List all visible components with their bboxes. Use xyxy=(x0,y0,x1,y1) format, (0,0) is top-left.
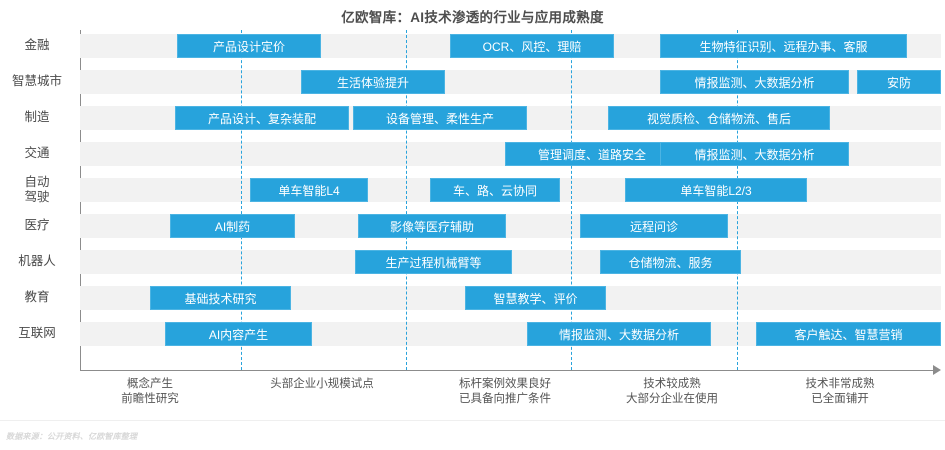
stage-divider-2 xyxy=(406,30,407,370)
maturity-item[interactable]: OCR、风控、理赔 xyxy=(450,34,614,58)
maturity-item[interactable]: 单车智能L4 xyxy=(250,178,368,202)
stage-caption-line2: 已具备向推广条件 xyxy=(459,393,551,405)
row-label-line1: 机器人 xyxy=(18,254,56,268)
row-label-5: 自动驾驶 xyxy=(0,175,74,205)
row-label-line1: 制造 xyxy=(24,110,50,124)
stage-caption-line1: 技术非常成熟 xyxy=(805,378,875,390)
maturity-item[interactable]: 管理调度、道路安全 xyxy=(505,142,679,166)
row-label-line1: 智慧城市 xyxy=(11,74,62,88)
row-label-4: 交通 xyxy=(0,146,74,161)
stage-caption-line2: 大部分企业在使用 xyxy=(626,393,718,405)
x-axis-line xyxy=(80,370,935,371)
row-label-3: 制造 xyxy=(0,110,74,125)
x-axis-arrow-icon xyxy=(933,365,941,375)
maturity-item[interactable]: AI内容产生 xyxy=(165,322,312,346)
stage-caption-2: 头部企业小规模试点 xyxy=(237,377,407,392)
chart-title: 亿欧智库：AI技术渗透的行业与应用成熟度 xyxy=(341,10,604,25)
maturity-item[interactable]: 生物特征识别、远程办事、客服 xyxy=(660,34,907,58)
row-label-6: 医疗 xyxy=(0,218,74,233)
stage-caption-1: 概念产生前瞻性研究 xyxy=(65,377,235,407)
stage-caption-4: 技术较成熟大部分企业在使用 xyxy=(587,377,757,407)
maturity-item[interactable]: 单车智能L2/3 xyxy=(625,178,807,202)
maturity-item[interactable]: 设备管理、柔性生产 xyxy=(353,106,527,130)
maturity-item[interactable]: 客户触达、智慧营销 xyxy=(756,322,941,346)
stage-divider-3 xyxy=(571,30,572,370)
source-note: 数据来源：公开资料、亿欧智库整理 xyxy=(6,432,138,441)
row-label-line1: 自动 xyxy=(24,175,50,189)
row-label-7: 机器人 xyxy=(0,254,74,269)
row-label-line1: 金融 xyxy=(24,38,50,52)
stage-divider-1 xyxy=(241,30,242,370)
stage-caption-line1: 概念产生 xyxy=(127,378,173,390)
stage-caption-line2: 已全面铺开 xyxy=(811,393,869,405)
row-label-line1: 教育 xyxy=(24,290,50,304)
maturity-item[interactable]: 视觉质检、仓储物流、售后 xyxy=(608,106,830,130)
maturity-item[interactable]: 产品设计定价 xyxy=(177,34,321,58)
maturity-item[interactable]: 影像等医疗辅助 xyxy=(358,214,506,238)
maturity-item[interactable]: 情报监测、大数据分析 xyxy=(527,322,711,346)
maturity-item[interactable]: 生活体验提升 xyxy=(301,70,445,94)
row-label-9: 互联网 xyxy=(0,326,74,341)
row-label-line2: 驾驶 xyxy=(24,190,50,204)
maturity-item[interactable]: 安防 xyxy=(857,70,941,94)
row-label-line1: 交通 xyxy=(24,146,50,160)
maturity-item[interactable]: 车、路、云协同 xyxy=(430,178,560,202)
stage-caption-5: 技术非常成熟已全面铺开 xyxy=(755,377,925,407)
stage-caption-3: 标杆案例效果良好已具备向推广条件 xyxy=(420,377,590,407)
row-label-line1: 互联网 xyxy=(18,326,56,340)
row-label-line1: 医疗 xyxy=(24,218,50,232)
row-label-8: 教育 xyxy=(0,290,74,305)
maturity-item[interactable]: AI制药 xyxy=(170,214,295,238)
maturity-item[interactable]: 生产过程机械臂等 xyxy=(355,250,512,274)
maturity-item[interactable]: 情报监测、大数据分析 xyxy=(660,70,849,94)
maturity-item[interactable]: 智慧教学、评价 xyxy=(465,286,606,310)
stage-caption-line2: 前瞻性研究 xyxy=(121,393,179,405)
stage-caption-line1: 标杆案例效果良好 xyxy=(459,378,551,390)
footer-divider xyxy=(0,420,945,421)
stage-caption-line1: 技术较成熟 xyxy=(643,378,701,390)
row-label-1: 金融 xyxy=(0,38,74,53)
stage-caption-line1: 头部企业小规模试点 xyxy=(270,378,374,390)
maturity-item[interactable]: 仓储物流、服务 xyxy=(600,250,741,274)
maturity-item[interactable]: 基础技术研究 xyxy=(150,286,291,310)
maturity-item[interactable]: 远程问诊 xyxy=(580,214,728,238)
maturity-item[interactable]: 产品设计、复杂装配 xyxy=(175,106,349,130)
row-label-2: 智慧城市 xyxy=(0,74,74,89)
maturity-item[interactable]: 情报监测、大数据分析 xyxy=(660,142,849,166)
